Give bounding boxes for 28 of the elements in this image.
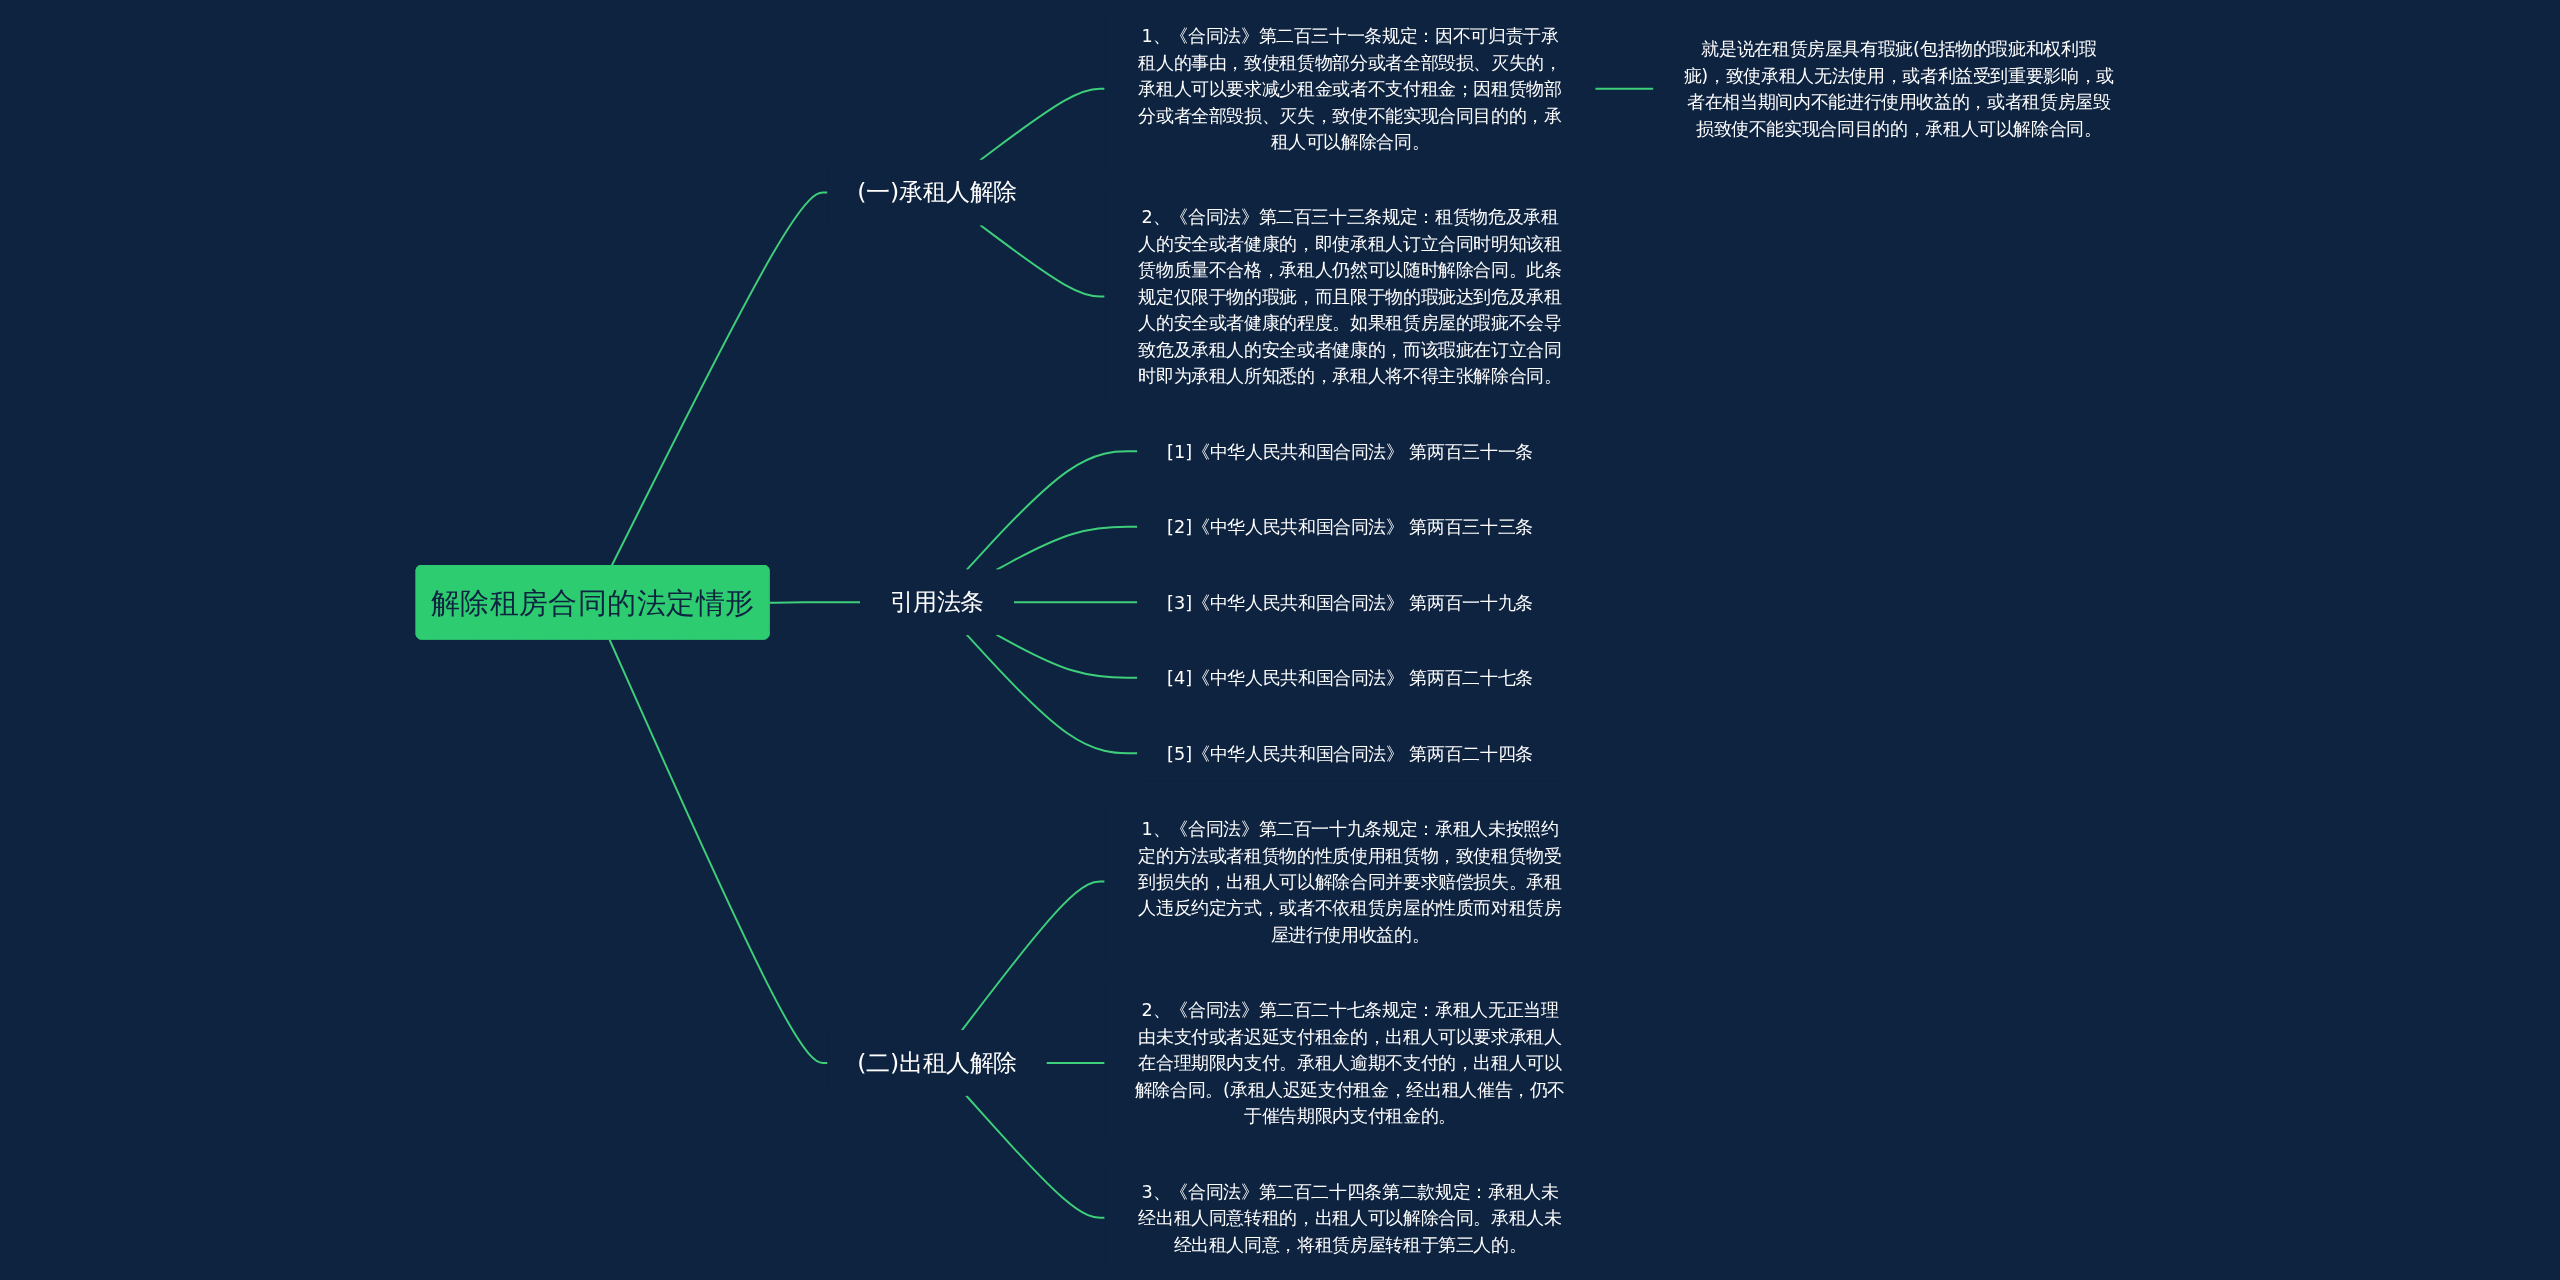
node-text: 2、《合同法》第二百三十三条规定：租赁物危及承租人的安全或者健康的，即使承租人订立合同时明知该租赁物质量不合格，承租人仍然可以随时解除合同。此条规定仅限于物的瑕疵，而且限于物的瑕疵达到危及承租人的安全或者健康的程度。如果租赁房屋的瑕疵不会导致危及承租人的安全或者健康的，而该瑕疵在订立合同时即为承租人所知悉的，承租人将不得主张解除合同。 [1138, 206, 1562, 387]
connector [995, 525, 1139, 571]
connector [965, 450, 1139, 571]
connector [965, 633, 1139, 755]
node-text: 1、《合同法》第二百一十九条规定：承租人未按照约定的方法或者租赁物的性质使用租赁物，致使租赁物受到损失的，出租人可以解除合同并要求赔偿损失。承租人违反约定方式，或者不依租赁房屋的性质而对租赁房屋进行使用收益的。 [1138, 818, 1562, 945]
node-text: [5]《中华人民共和国合同法》 第两百二十四条 [1167, 742, 1533, 764]
connector [768, 601, 862, 604]
connector [610, 191, 829, 567]
connector [1594, 87, 1655, 90]
node-text: (二)出租人解除 [857, 1049, 1017, 1077]
node-text: [2]《中华人民共和国合同法》 第两百三十三条 [1167, 516, 1533, 538]
connector [960, 880, 1106, 1032]
node-text: (一)承租人解除 [857, 178, 1017, 207]
connector [964, 1094, 1106, 1219]
connector [979, 223, 1106, 298]
node-text: 就是说在租赁房屋具有瑕疵(包括物的瑕疵和权利瑕疵)，致使承租人无法使用，或者利益受到重要影响，或者在相当期间内不能进行使用收益的，或者租赁房屋毁损致使不能实现合同目的的，承租人可以解除合同。 [1683, 38, 2114, 139]
node-text: [4]《中华人民共和国合同法》 第两百二十七条 [1167, 667, 1533, 689]
connector [1012, 601, 1139, 604]
connector [995, 633, 1139, 679]
connector [608, 638, 829, 1064]
node-text: 3、《合同法》第二百二十四条第二款规定：承租人未经出租人同意转租的，出租人可以解除合同。承租人未经出租人同意，将租赁房屋转租于第三人的。 [1138, 1181, 1562, 1255]
node-text: [1]《中华人民共和国合同法》 第两百三十一条 [1167, 441, 1533, 462]
node-text: 2、《合同法》第二百二十七条规定：承租人无正当理由未支付或者迟延支付租金的，出租人可以要求承租人在合理期限内支付。承租人逾期不支付的，出租人可以解除合同。(承租人迟延支付租金，经出租人催告，仍不于催告期限内支付租金的。 [1134, 999, 1566, 1127]
node-text: 引用法条 [889, 588, 985, 616]
node-text: [3]《中华人民共和国合同法》 第两百一十九条 [1167, 591, 1533, 613]
connector [979, 87, 1106, 162]
connector [1045, 1061, 1106, 1064]
node-text: 1、《合同法》第二百三十一条规定：因不可归责于承租人的事由，致使租赁物部分或者全部毁损、灭失的，承租人可以要求减少租金或者不支付租金；因租赁物部分或者全部毁损、灭失，致使不能实现合同目的的，承租人可以解除合同。 [1138, 25, 1562, 152]
